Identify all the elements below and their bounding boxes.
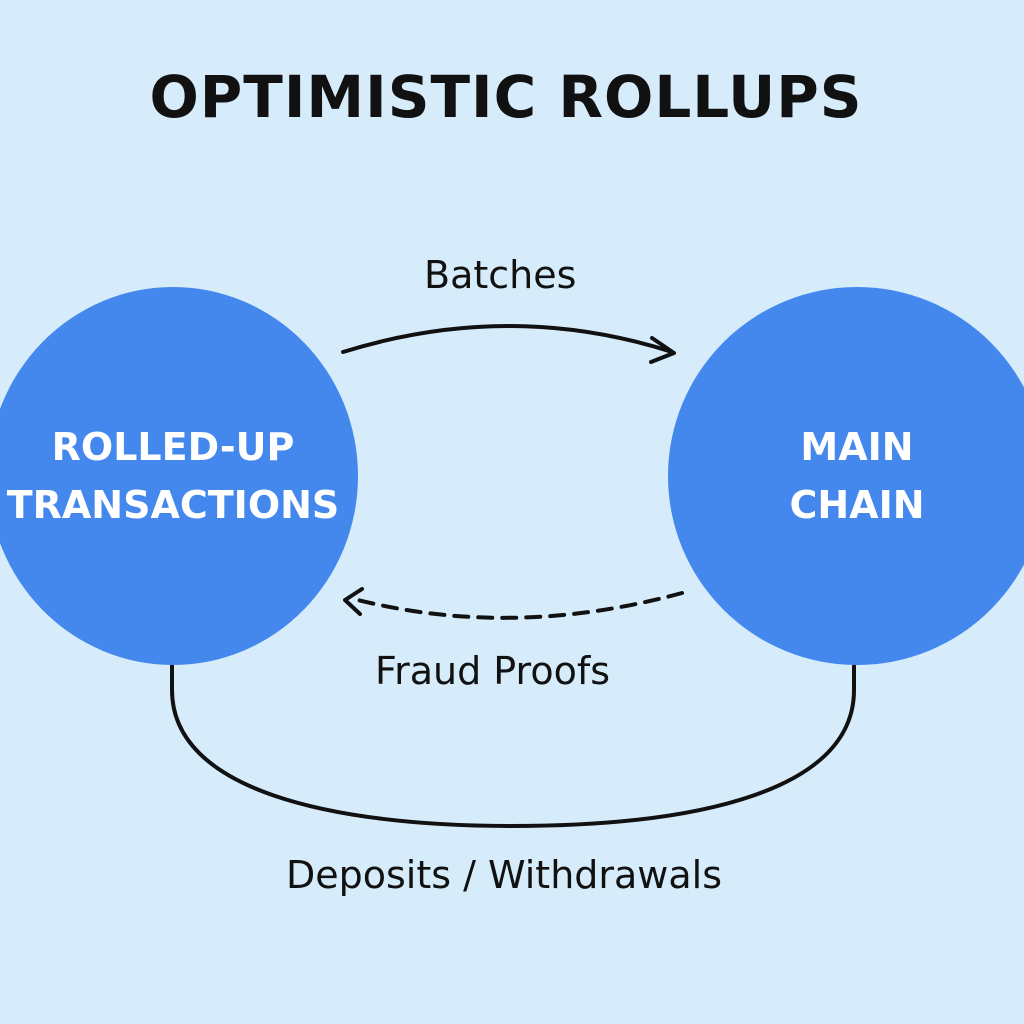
deposits-withdrawals-label: Deposits / Withdrawals — [285, 853, 723, 897]
fraud-proofs-arrowhead — [343, 587, 364, 616]
main-chain-label-line2: CHAIN — [789, 483, 925, 527]
diagram-title: OPTIMISTIC ROLLUPS — [149, 63, 863, 131]
rolled-up-transactions-label-line2: TRANSACTIONS — [6, 483, 340, 527]
fraud-proofs-label: Fraud Proofs — [375, 649, 610, 693]
deposits-withdrawals-line — [170, 664, 856, 829]
rolled-up-transactions-node: ROLLED-UP TRANSACTIONS — [0, 287, 358, 665]
rolled-up-transactions-label-line1: ROLLED-UP — [51, 425, 295, 469]
main-chain-label-line1: MAIN — [800, 425, 914, 469]
batches-label: Batches — [424, 253, 577, 297]
fraud-proofs-arrow — [348, 591, 684, 620]
main-chain-node: MAIN CHAIN — [668, 287, 1024, 665]
batches-arrow — [341, 324, 674, 354]
batches-arrowhead — [649, 336, 676, 364]
